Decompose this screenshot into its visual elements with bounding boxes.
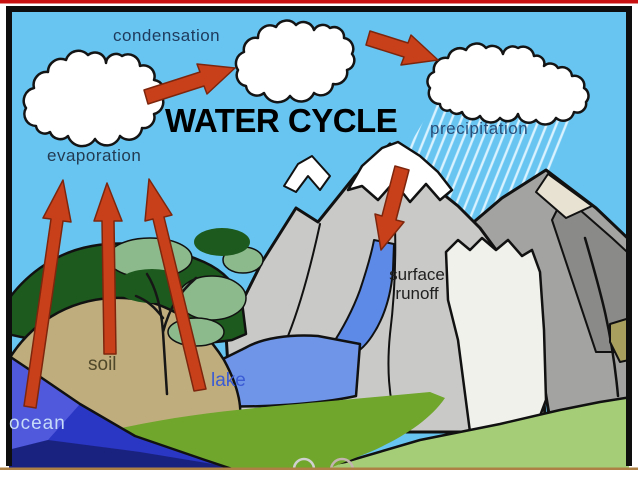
- evaporation-arrow-soil: [93, 182, 123, 355]
- surface-runoff-line1: surface: [389, 265, 445, 284]
- olive-patch: [609, 317, 629, 363]
- cycle-arrows: [23, 30, 439, 409]
- lake-label: lake: [211, 370, 246, 391]
- cloud-left: [22, 49, 166, 148]
- bottom-tan-line: [0, 467, 638, 470]
- snow-face-right: [444, 236, 548, 434]
- cloud-right: [426, 42, 590, 126]
- precipitation-label: precipitation: [430, 119, 529, 138]
- diagram-frame-border: [6, 6, 632, 466]
- ocean-label: ocean: [9, 413, 66, 434]
- surface-runoff-line2: runoff: [395, 284, 439, 303]
- bottom-white-strip: [0, 470, 638, 479]
- canopy-dark-2: [194, 228, 250, 256]
- ocean-deep: [9, 356, 229, 468]
- evaporation-arrow-lake: [144, 178, 207, 392]
- mountain-right-snow-facet: [535, 173, 593, 219]
- top-red-line: [0, 0, 638, 4]
- clouds: [22, 19, 590, 148]
- ocean-dark-strip: [9, 440, 229, 468]
- ocean: [9, 354, 233, 468]
- ocean-light-wedge: [9, 356, 80, 450]
- evaporation-arrow-ocean: [23, 179, 72, 409]
- condensation-label: condensation: [113, 26, 221, 45]
- soil-label: soil: [88, 354, 117, 375]
- grass-light: [311, 397, 629, 468]
- cloud-middle: [234, 19, 356, 104]
- cloud-transport-arrow: [365, 30, 439, 66]
- mountain-right-spur-line: [583, 236, 620, 398]
- snow-cap-left: [283, 155, 331, 193]
- evaporation-label: evaporation: [47, 146, 142, 165]
- precipitation-arrow: [374, 165, 410, 251]
- condensation-arrow: [143, 63, 236, 105]
- page-title: WATER CYCLE: [165, 102, 398, 139]
- canopy-sage-4: [167, 317, 225, 347]
